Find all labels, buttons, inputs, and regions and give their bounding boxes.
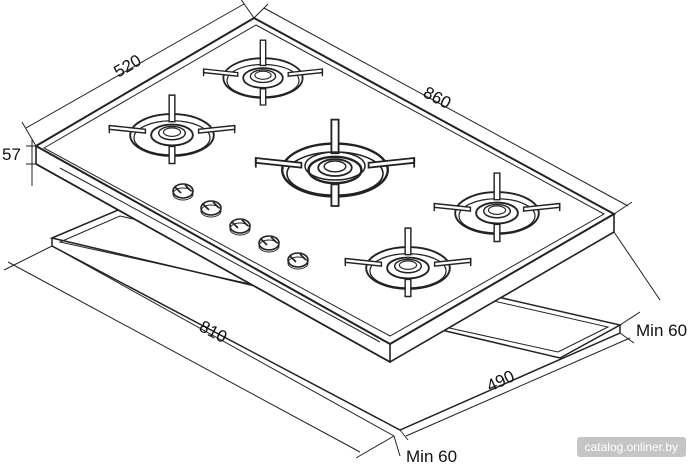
dim-clearance-right: Min 60 <box>636 321 687 340</box>
dim-height-side: 57 <box>2 145 21 164</box>
watermark: catalog.onliner.by <box>576 437 686 457</box>
dimension-lines <box>3 0 661 459</box>
dim-cutout-width: 490 <box>484 366 518 395</box>
dim-clearance-front: Min 60 <box>406 447 457 466</box>
burner-center-wok <box>254 118 416 208</box>
